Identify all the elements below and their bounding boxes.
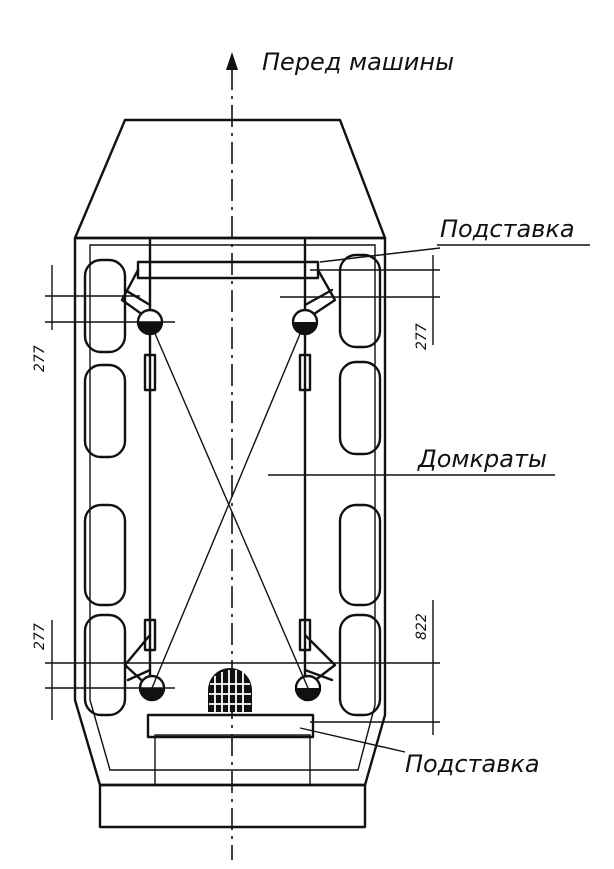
- right-wheel-1: [338, 253, 382, 349]
- left-wheel-2: [83, 363, 127, 459]
- stand-label-top: Подставка: [440, 215, 575, 243]
- dim-right-top-text: 277: [414, 323, 430, 350]
- jack-cross-line-2: [151, 321, 306, 689]
- leader-stand-bottom: [299, 727, 406, 753]
- dim-left-bottom-text: 277: [32, 623, 48, 650]
- left-wheel-1: [83, 258, 127, 354]
- hull-inner-outline: [89, 244, 376, 771]
- vehicle-front-section: [73, 118, 387, 240]
- right-rear-shock: [298, 618, 312, 652]
- left-front-shock: [143, 353, 157, 392]
- stand-label-bottom: Подставка: [405, 750, 540, 778]
- left-rear-shock: [143, 618, 157, 652]
- front-label: Перед машины: [262, 48, 454, 76]
- dim-left-top-text: 277: [32, 345, 48, 372]
- left-wheel-4: [83, 613, 127, 717]
- left-wheel-3: [83, 503, 127, 607]
- front-stand: [136, 260, 320, 280]
- rear-hatch-grille: [208, 668, 252, 712]
- right-front-shock: [298, 353, 312, 392]
- dim-right-bottom-text: 822: [414, 613, 430, 640]
- leader-stand-top: [319, 247, 441, 263]
- rear-plate: [154, 734, 311, 786]
- right-wheel-2: [338, 360, 382, 456]
- right-wheel-3: [338, 503, 382, 607]
- right-wheel-4: [338, 613, 382, 717]
- rear-stand: [146, 713, 315, 739]
- jacks-label: Домкраты: [417, 445, 547, 473]
- front-direction-arrow: [226, 52, 238, 70]
